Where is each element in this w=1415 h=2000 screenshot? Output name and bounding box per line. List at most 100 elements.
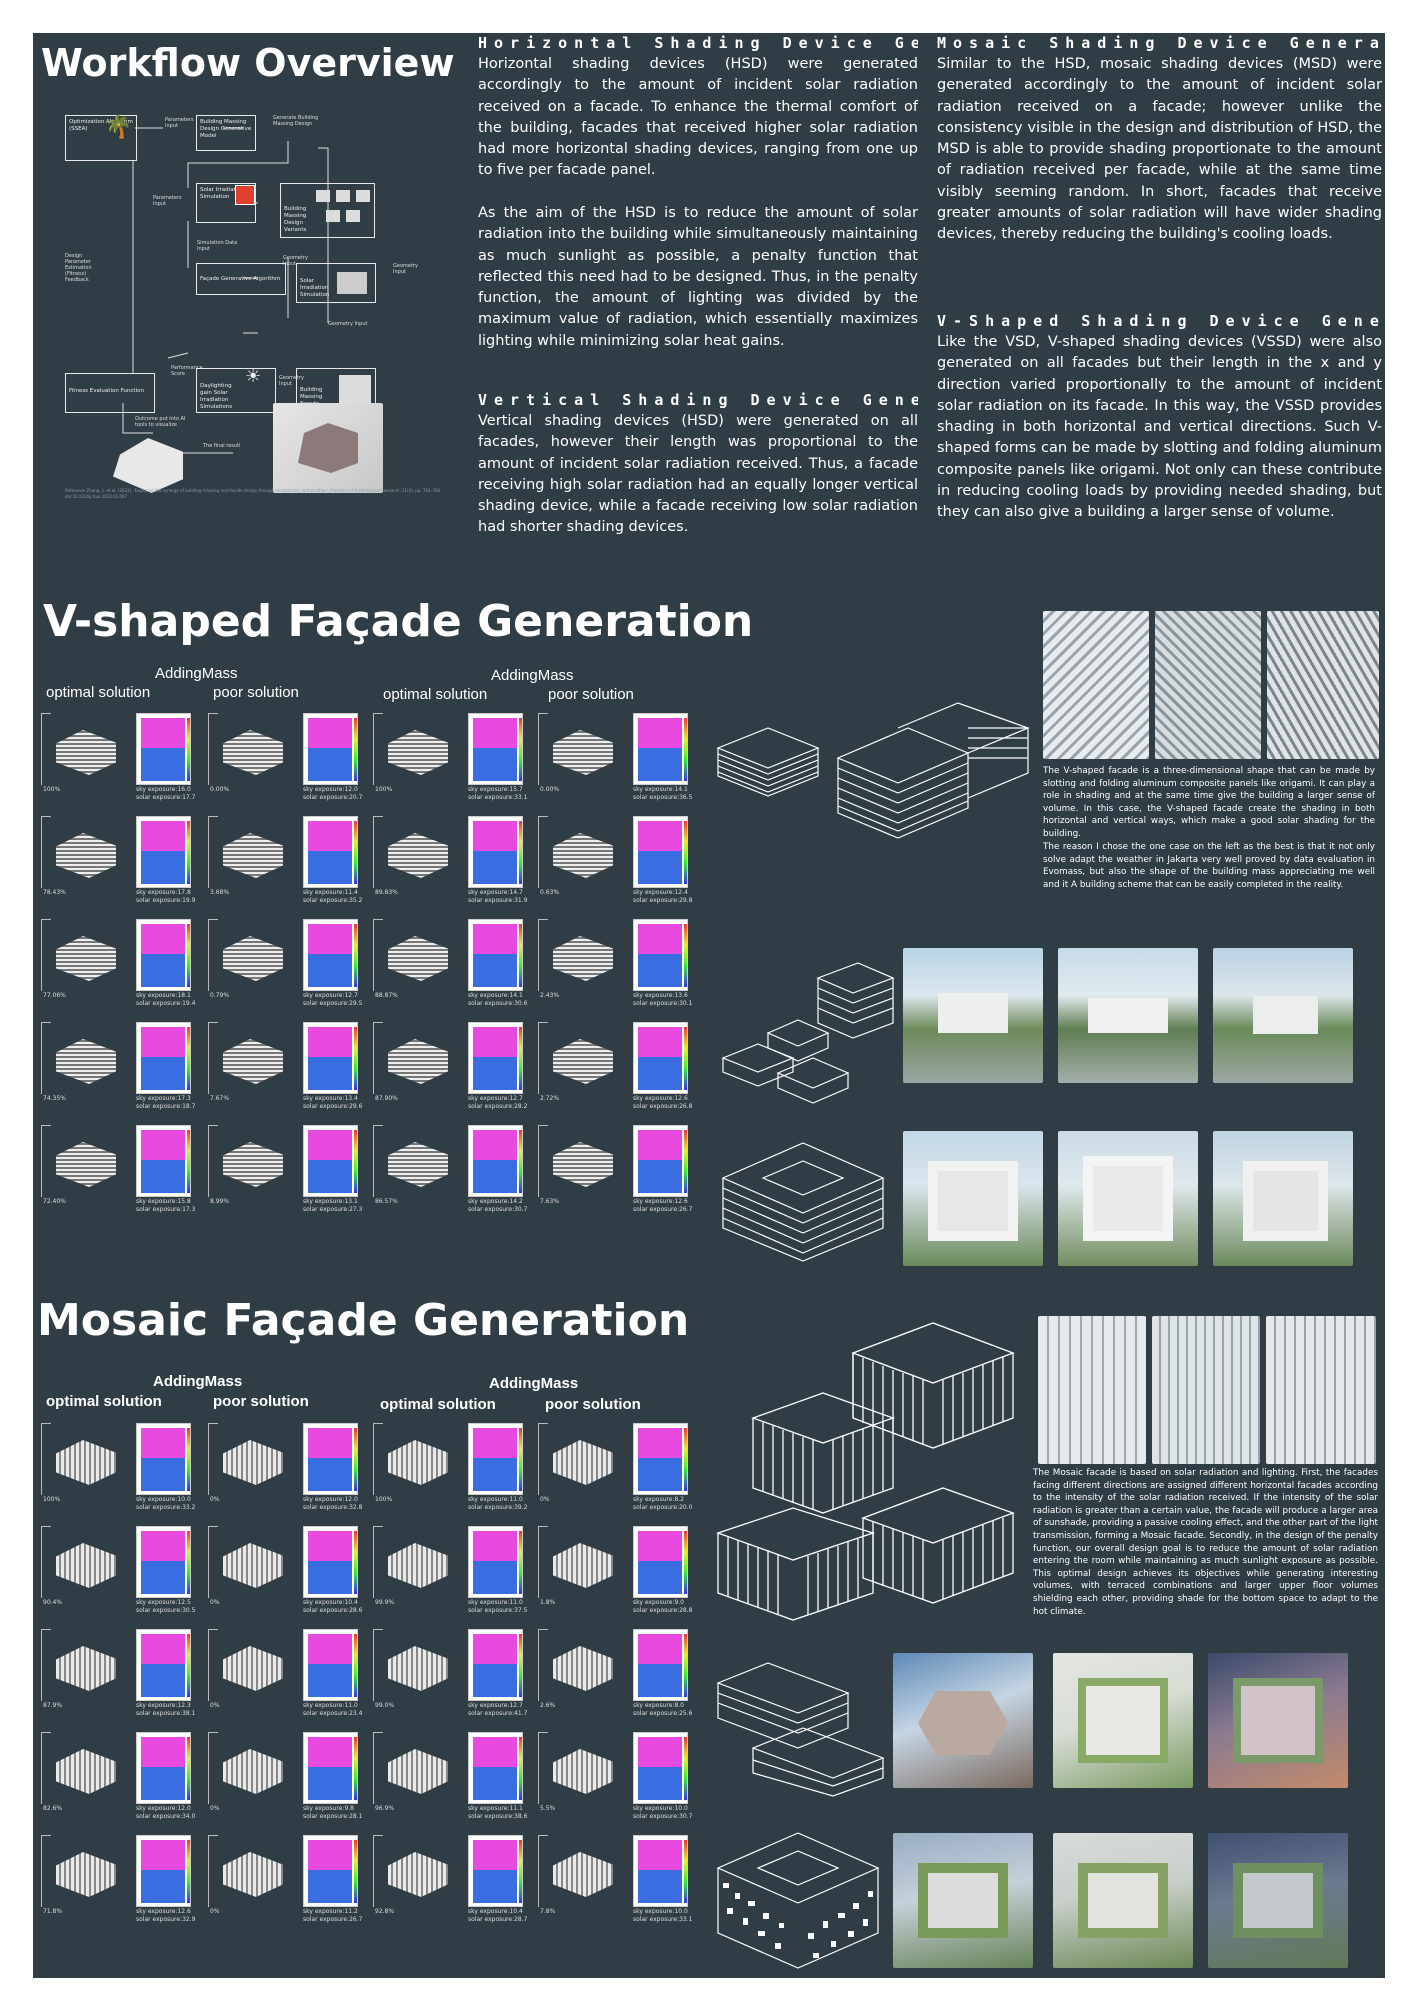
sky-exposure-caption: sky exposure:17.3	[136, 1095, 191, 1102]
heatmap-low	[141, 1767, 185, 1800]
radiation-heatmap	[136, 1629, 191, 1701]
massing-shape	[553, 833, 613, 878]
radiation-heatmap	[136, 1835, 191, 1907]
massing-thumbnail	[378, 1027, 463, 1097]
score-percentage: 7.63%	[540, 1198, 560, 1205]
bracket-frame	[41, 1629, 51, 1701]
massing-shape	[388, 1749, 448, 1794]
m-facade-render-1	[1038, 1316, 1146, 1464]
radiation-heatmap	[303, 1022, 358, 1094]
m-site-render-1	[893, 1653, 1033, 1788]
solar-exposure-caption: solar exposure:28.2	[468, 1103, 528, 1110]
heatmap-legend	[187, 821, 190, 884]
sky-exposure-caption: sky exposure:13.6	[633, 992, 688, 999]
wf-optimization-label: Optimization Algorithm (SSEA)	[69, 119, 133, 132]
massing-shape	[56, 1440, 116, 1485]
heatmap-high	[141, 1027, 185, 1057]
vshaped-massing-drawing-3	[721, 1142, 885, 1262]
bracket-frame	[373, 1423, 383, 1495]
wf-solar-sim2-box: Solar Irradiation Simulation	[296, 263, 376, 303]
heatmap-legend	[354, 1531, 357, 1594]
radiation-heatmap	[136, 919, 191, 991]
massing-thumbnail	[543, 1840, 628, 1910]
heatmap-low	[473, 1160, 517, 1193]
bracket-frame	[41, 1732, 51, 1804]
massing-thumbnail	[378, 924, 463, 994]
score-percentage: 7.67%	[210, 1095, 230, 1102]
score-percentage: 89.83%	[375, 889, 398, 896]
massing-shape	[56, 1749, 116, 1794]
solar-exposure-caption: solar exposure:35.2	[303, 897, 363, 904]
heatmap-low	[308, 851, 352, 884]
solar-exposure-caption: solar exposure:29.6	[303, 1103, 363, 1110]
bracket-frame	[41, 919, 51, 991]
heatmap-low	[308, 1458, 352, 1491]
massing-shape	[56, 1142, 116, 1187]
score-percentage: 3.68%	[210, 889, 230, 896]
score-percentage: 0%	[210, 1496, 220, 1503]
massing-thumbnail	[46, 718, 131, 788]
heatmap-low	[141, 748, 185, 781]
heatmap-high	[308, 821, 352, 851]
heatmap-high	[473, 718, 517, 748]
radiation-heatmap	[136, 1732, 191, 1804]
v-site-render-2	[1058, 948, 1198, 1083]
massing-shape	[553, 1646, 613, 1691]
wf-facade-algorithm-box: Façade Generative Algorithm	[196, 263, 286, 295]
solar-exposure-caption: solar exposure:30.6	[468, 1000, 528, 1007]
building-render	[1233, 1678, 1323, 1763]
score-percentage: 0%	[210, 1908, 220, 1915]
m-building-render-2	[1053, 1833, 1193, 1968]
massing-shape	[223, 1543, 283, 1588]
bracket-frame	[373, 919, 383, 991]
vshaped-facade-renders	[1043, 611, 1383, 759]
sky-exposure-caption: sky exposure:12.6	[633, 1198, 688, 1205]
solar-exposure-caption: solar exposure:37.5	[468, 1607, 528, 1614]
wf-optimization-box: Optimization Algorithm (SSEA)🌴	[65, 115, 137, 161]
radiation-heatmap	[633, 1732, 688, 1804]
heatmap-legend	[684, 1531, 687, 1594]
bracket-frame	[373, 1629, 383, 1701]
bracket-frame	[538, 713, 548, 785]
massing-shape	[223, 1039, 283, 1084]
bracket-frame	[373, 1732, 383, 1804]
score-percentage: 8.99%	[210, 1198, 230, 1205]
sun-cube-icon	[235, 185, 255, 205]
heatmap-high	[473, 1130, 517, 1160]
score-percentage: 0%	[540, 1496, 550, 1503]
bracket-frame	[41, 1125, 51, 1197]
heatmap-legend	[519, 1531, 522, 1594]
score-percentage: 100%	[375, 1496, 393, 1503]
score-percentage: 5.5%	[540, 1805, 556, 1812]
massing-shape	[553, 1440, 613, 1485]
mosaic-title: Mosaic Façade Generation	[37, 1295, 690, 1346]
m-site-render-3	[1208, 1653, 1348, 1788]
massing-shape	[56, 1543, 116, 1588]
building-render	[1088, 998, 1168, 1033]
score-percentage: 87.90%	[375, 1095, 398, 1102]
solar-exposure-caption: solar exposure:31.9	[468, 897, 528, 904]
solar-exposure-caption: solar exposure:32.9	[136, 1916, 196, 1923]
bracket-frame	[538, 1835, 548, 1907]
heatmap-high	[638, 1027, 682, 1057]
wf-fitness-box: Fitness Evaluation Function	[65, 373, 155, 413]
v-building-render-3	[1213, 1131, 1353, 1266]
heatmap-high	[141, 1840, 185, 1870]
sky-exposure-caption: sky exposure:12.7	[303, 992, 358, 999]
radiation-heatmap	[303, 1732, 358, 1804]
radiation-heatmap	[136, 1022, 191, 1094]
bracket-frame	[208, 816, 218, 888]
massing-shape	[553, 1039, 613, 1084]
building-render	[938, 993, 1008, 1033]
radiation-heatmap	[468, 1423, 523, 1495]
heatmap-low	[638, 851, 682, 884]
heatmap-low	[141, 851, 185, 884]
heatmap-legend	[684, 821, 687, 884]
heatmap-legend	[519, 1428, 522, 1491]
building-render	[1253, 996, 1318, 1034]
sky-exposure-caption: sky exposure:12.5	[136, 1599, 191, 1606]
vshaped-addingmass2: AddingMass	[491, 667, 574, 684]
solar-exposure-caption: solar exposure:28.1	[303, 1813, 363, 1820]
sky-exposure-caption: sky exposure:10.0	[136, 1496, 191, 1503]
radiation-heatmap	[136, 816, 191, 888]
